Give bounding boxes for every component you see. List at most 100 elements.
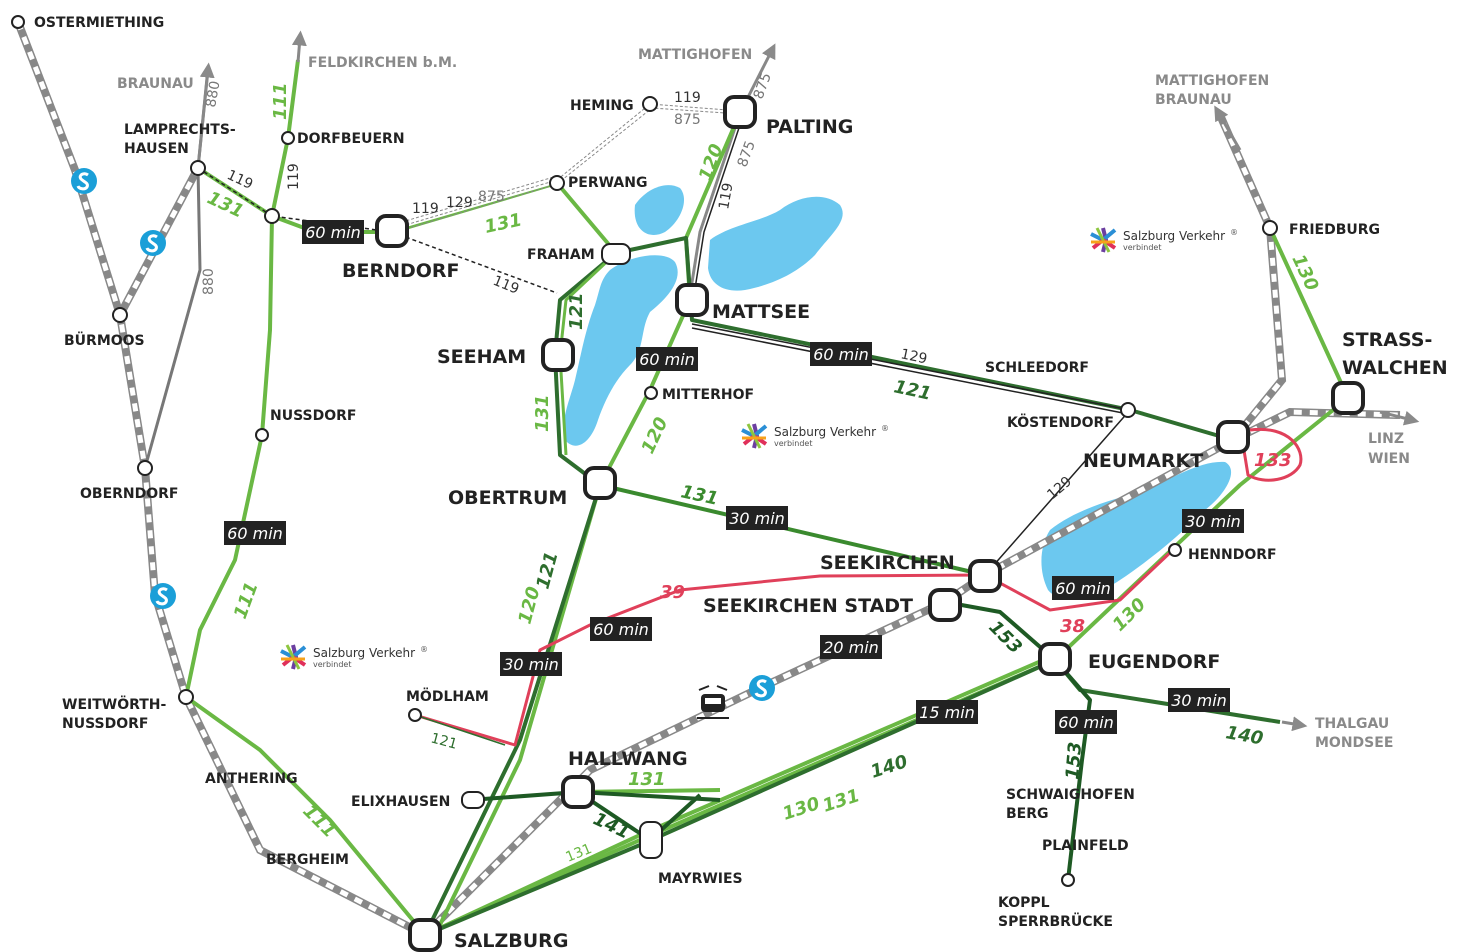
station-label: LAMPRECHTS- [124,122,236,138]
station-label: NEUMARKT [1083,450,1203,472]
arrow-icon [1379,410,1420,426]
salzburg-verkehr-logo: Salzburg Verkehr ® verbindet [1089,226,1238,254]
lakes [563,185,1232,599]
route-label: 119 [412,201,439,217]
station-label: SEEHAM [437,346,526,368]
route-label: 140 [1224,722,1265,749]
freq-badge: 15 min [919,703,975,722]
station-label: SEEKIRCHEN STADT [703,595,913,617]
route-label: 120 [637,414,672,457]
station-label: ANTHERING [205,771,298,787]
station-label: KÖSTENDORF [1007,413,1114,431]
destination-arrows [291,30,1420,426]
station-label: WALCHEN [1342,357,1448,379]
destination-label: FELDKIRCHEN b.M. [308,55,457,71]
station-label: WEITWÖRTH- [62,695,167,713]
route-label: 875 [751,71,775,102]
station-label: FRAHAM [527,247,595,263]
s-bahn-icon [150,583,176,609]
route-label: 39 [660,582,685,603]
station-label: BERGHEIM [266,852,349,868]
station-label: BERG [1006,806,1049,822]
station-label: OBERNDORF [80,486,179,502]
station-label: SCHLEEDORF [985,360,1089,376]
station-label: DORFBEUERN [297,131,405,147]
route-label: 131 [628,769,666,790]
station-label: HALLWANG [568,748,688,770]
station-label: MÖDLHAM [406,687,489,705]
station-label: HEMING [570,98,634,114]
salzburg-verkehr-logo: Salzburg Verkehr ® verbindet [279,643,428,671]
station-labels: OSTERMIETHING LAMPRECHTS- HAUSEN BÜRMOOS… [34,15,1448,952]
destination-labels: BRAUNAU FELDKIRCHEN b.M. MATTIGHOFEN MAT… [117,47,1410,751]
frequency-badges: 60 min 60 min 60 min 60 min 30 min 30 mi… [224,220,1244,734]
route-label: 111 [298,801,339,842]
railways [14,20,1401,939]
station-label: BERNDORF [342,260,460,282]
station-label: BÜRMOOS [64,331,145,349]
logo-mark-icon [279,643,307,671]
route-label: 875 [674,112,701,128]
station-label: MATTSEE [712,301,810,323]
route-label: 141 [590,808,633,843]
arrow-icon [1214,105,1242,151]
route-label: 880 [201,268,217,295]
route-label: 140 [868,751,910,783]
route-label: 119 [491,273,522,298]
route-label: 121 [429,730,459,752]
freq-badge: 60 min [639,350,695,369]
station-label: MITTERHOF [662,387,754,403]
station-label: HAUSEN [124,141,189,157]
logo-mark-icon [1089,226,1117,254]
route-label: 129 [446,195,473,211]
arrow-icon [291,30,307,63]
route-label: 120 [515,585,545,627]
station-label: KOPPL [998,895,1050,911]
route-label: 133 [1254,450,1292,471]
line-133 [1240,427,1303,482]
route-label: 111 [270,82,291,120]
freq-badge: 60 min [593,620,649,639]
freq-badge: 60 min [1055,579,1111,598]
destination-label: THALGAU [1315,716,1389,732]
salzburg-verkehr-logo: Salzburg Verkehr ® verbindet [740,422,889,450]
route-label: 121 [566,292,587,330]
station-label: NUSSDORF [270,408,357,424]
station-label: SALZBURG [454,930,568,952]
route-label: 875 [735,139,759,170]
station-label: PERWANG [568,175,647,191]
line-111 [184,59,427,937]
svg-text:verbindet: verbindet [313,660,351,669]
destination-label: MONDSEE [1315,735,1393,751]
station-label: MAYRWIES [658,871,743,887]
station-label: NUSSDORF [62,716,149,732]
freq-badge: 30 min [1185,512,1241,531]
route-label: 880 [203,80,223,109]
station-label: HENNDORF [1188,547,1277,563]
s-bahn-icon [749,675,775,701]
station-label: OSTERMIETHING [34,15,164,31]
s-bahn-icons [71,168,775,701]
route-label: 121 [892,376,933,404]
lake-grabensee [634,185,685,235]
route-label: 129 [899,346,928,367]
freq-badge: 60 min [305,223,361,242]
logo-mark-icon [740,422,768,450]
freq-badge: 30 min [503,655,559,674]
station-label: FRIEDBURG [1289,222,1380,238]
lake-obertrumer-see [563,255,678,446]
station-label: EUGENDORF [1088,651,1220,673]
destination-label: MATTIGHOFEN [638,47,752,63]
station-label: PLAINFELD [1042,838,1129,854]
line-38 [984,546,1177,612]
route-label: 111 [230,579,263,621]
route-label: 875 [478,189,505,205]
destination-label: BRAUNAU [117,76,194,92]
route-label: 131 [204,187,247,222]
station-label: ELIXHAUSEN [351,794,450,810]
route-label: 131 [820,785,862,817]
svg-text:verbindet: verbindet [1123,243,1161,252]
svg-text:Salzburg Verkehr: Salzburg Verkehr [313,646,415,660]
line-129 [691,323,1131,576]
line-131-obertrum-seekirchen [599,483,986,577]
